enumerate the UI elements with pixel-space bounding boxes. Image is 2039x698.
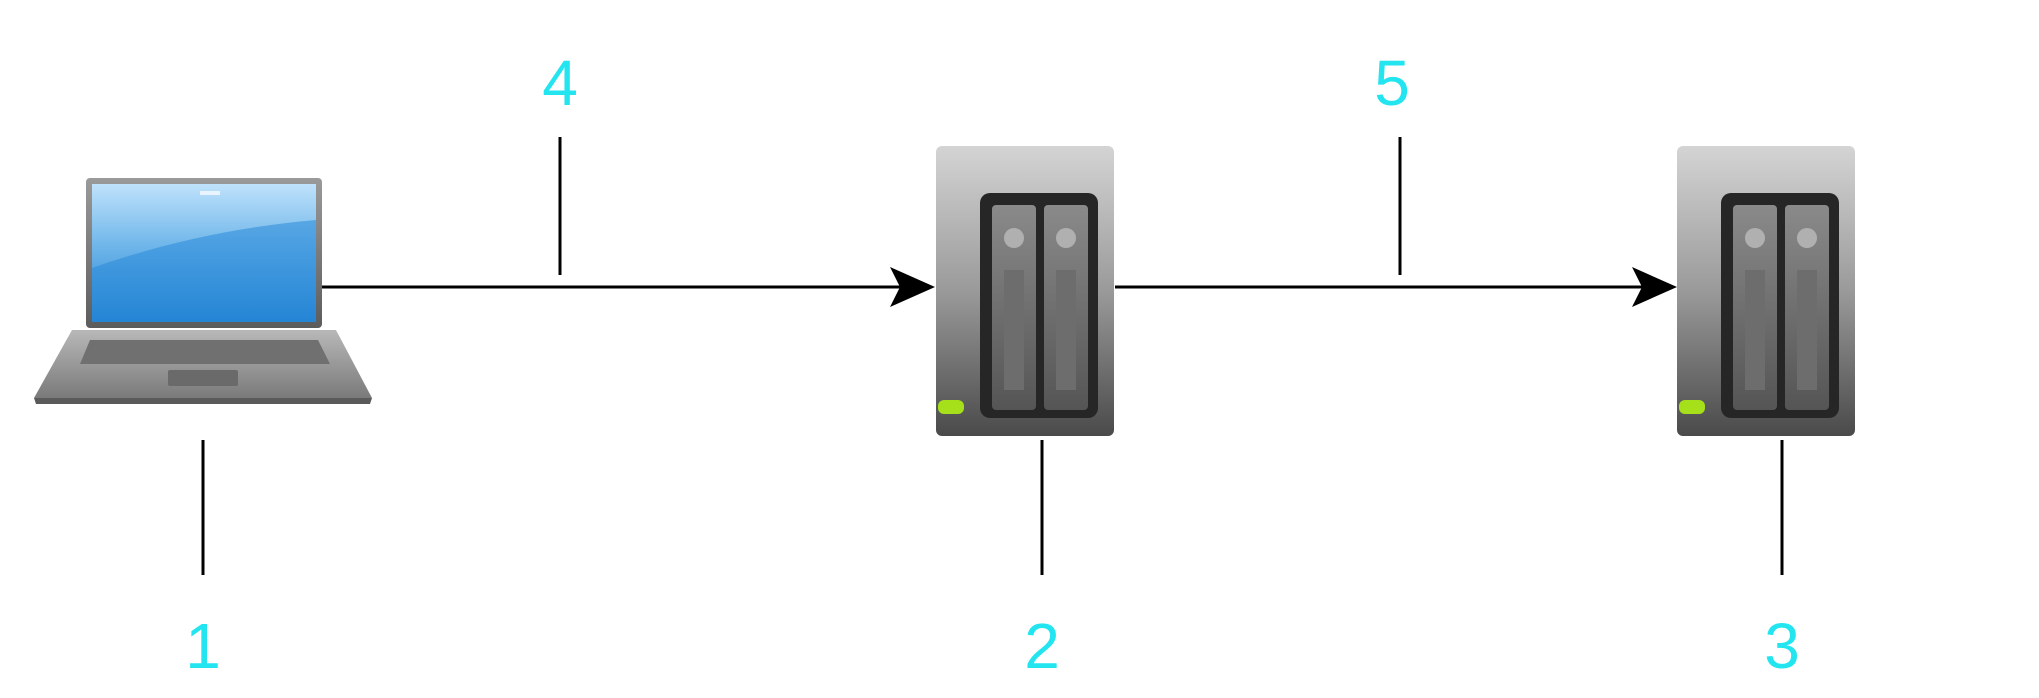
connection-laptop-to-server-a: 4 (320, 47, 935, 307)
server-icon (1677, 146, 1855, 436)
callout-2: 2 (1024, 610, 1060, 682)
arrowhead-icon (890, 267, 935, 307)
laptop-icon (34, 178, 372, 404)
callout-5: 5 (1374, 47, 1410, 119)
callout-4: 4 (542, 47, 578, 119)
server-b-node: 3 (1677, 146, 1855, 682)
laptop-node: 1 (34, 178, 372, 682)
arrowhead-icon (1632, 267, 1677, 307)
server-icon (936, 146, 1114, 436)
server-a-node: 2 (936, 146, 1114, 682)
callout-3: 3 (1764, 610, 1800, 682)
callout-1: 1 (185, 610, 221, 682)
connection-server-a-to-server-b: 5 (1115, 47, 1677, 307)
